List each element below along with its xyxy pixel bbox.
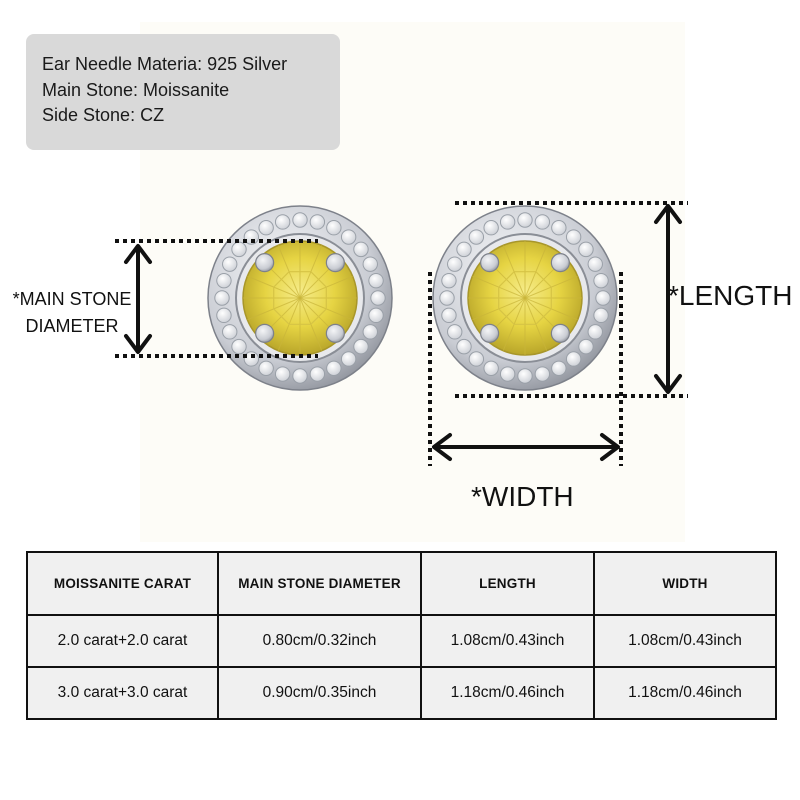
dotted-guides bbox=[115, 201, 688, 466]
side-stone bbox=[326, 220, 342, 236]
prong bbox=[255, 253, 275, 273]
side-stone bbox=[578, 241, 594, 258]
prong bbox=[255, 323, 275, 343]
prong bbox=[550, 253, 570, 273]
cell-width: 1.18cm/0.46inch bbox=[593, 666, 777, 720]
side-stone bbox=[274, 366, 291, 382]
side-stone bbox=[292, 368, 308, 384]
side-stone bbox=[593, 307, 609, 324]
size-table: MOISSANITE CARAT MAIN STONE DIAMETER LEN… bbox=[26, 551, 777, 720]
table-header-row: MOISSANITE CARAT MAIN STONE DIAMETER LEN… bbox=[26, 551, 777, 616]
stone-table-facet bbox=[498, 271, 552, 325]
side-stone bbox=[222, 256, 238, 272]
side-stone bbox=[483, 220, 499, 236]
side-stone bbox=[499, 214, 516, 230]
spec-box: Ear Needle Materia: 925 Silver Main Ston… bbox=[26, 34, 340, 150]
side-stone bbox=[362, 324, 378, 340]
side-stone bbox=[243, 351, 260, 367]
side-stone bbox=[258, 360, 274, 376]
table-row: 2.0 carat+2.0 carat 0.80cm/0.32inch 1.08… bbox=[26, 614, 777, 668]
prong bbox=[325, 253, 345, 273]
side-stone bbox=[214, 290, 230, 306]
side-stone bbox=[231, 241, 247, 258]
side-stone bbox=[595, 290, 611, 306]
prong bbox=[325, 323, 345, 343]
width-label: *WIDTH bbox=[471, 481, 574, 512]
dimension-arrows bbox=[124, 204, 682, 461]
main-stone-label-line2: DIAMETER bbox=[25, 316, 119, 336]
side-stone bbox=[565, 351, 582, 367]
spec-needle-material: Ear Needle Materia: 925 Silver bbox=[42, 54, 288, 74]
cell-carat: 2.0 carat+2.0 carat bbox=[26, 614, 219, 668]
side-stone bbox=[353, 241, 369, 258]
side-stone bbox=[274, 214, 291, 230]
cell-diameter: 0.90cm/0.35inch bbox=[217, 666, 422, 720]
side-stone bbox=[309, 214, 326, 230]
earring-right bbox=[432, 205, 618, 391]
side-stone bbox=[483, 360, 499, 376]
side-stone bbox=[447, 324, 463, 340]
side-stone bbox=[340, 229, 357, 245]
side-stone bbox=[439, 290, 455, 306]
side-stone bbox=[468, 229, 485, 245]
header-main-stone-diameter: MAIN STONE DIAMETER bbox=[217, 551, 422, 616]
side-stone bbox=[368, 307, 384, 324]
main-stone-label-line1: *MAIN STONE bbox=[12, 289, 132, 309]
side-stone bbox=[499, 366, 516, 382]
side-stone bbox=[551, 360, 567, 376]
side-stone bbox=[222, 324, 238, 340]
prong bbox=[480, 253, 500, 273]
cell-carat: 3.0 carat+3.0 carat bbox=[26, 666, 219, 720]
side-stone bbox=[216, 307, 232, 324]
earring-left bbox=[207, 205, 393, 391]
cell-diameter: 0.80cm/0.32inch bbox=[217, 614, 422, 668]
side-stone bbox=[534, 366, 551, 382]
header-moissanite-carat: MOISSANITE CARAT bbox=[26, 551, 219, 616]
spec-main-stone: Main Stone: Moissanite bbox=[42, 79, 230, 100]
prong bbox=[550, 323, 570, 343]
side-stone bbox=[565, 229, 582, 245]
side-stone bbox=[593, 272, 609, 289]
side-stone bbox=[517, 368, 533, 384]
side-stone bbox=[441, 307, 457, 324]
cell-length: 1.18cm/0.46inch bbox=[420, 666, 595, 720]
side-stone bbox=[292, 212, 308, 228]
table-row: 3.0 carat+3.0 carat 0.90cm/0.35inch 1.18… bbox=[26, 666, 777, 720]
side-stone bbox=[353, 338, 369, 355]
side-stone bbox=[231, 338, 247, 355]
cell-length: 1.08cm/0.43inch bbox=[420, 614, 595, 668]
side-stone bbox=[370, 290, 386, 306]
side-stone bbox=[468, 351, 485, 367]
side-stone bbox=[578, 338, 594, 355]
stone-table-facet bbox=[273, 271, 327, 325]
header-length: LENGTH bbox=[420, 551, 595, 616]
side-stone bbox=[340, 351, 357, 367]
side-stone bbox=[258, 220, 274, 236]
spec-side-stone: Side Stone: CZ bbox=[42, 105, 165, 125]
side-stone bbox=[587, 256, 603, 272]
side-stone bbox=[216, 272, 232, 289]
side-stone bbox=[517, 212, 533, 228]
header-width: WIDTH bbox=[593, 551, 777, 616]
side-stone bbox=[534, 214, 551, 230]
side-stone bbox=[456, 241, 472, 258]
side-stone bbox=[456, 338, 472, 355]
side-stone bbox=[447, 256, 463, 272]
side-stone bbox=[326, 360, 342, 376]
main-stone-diameter-label: *MAIN STONE DIAMETER bbox=[2, 286, 142, 340]
side-stone bbox=[441, 272, 457, 289]
side-stone bbox=[362, 256, 378, 272]
side-stone bbox=[587, 324, 603, 340]
length-label: *LENGTH bbox=[668, 280, 793, 311]
side-stone bbox=[368, 272, 384, 289]
cell-width: 1.08cm/0.43inch bbox=[593, 614, 777, 668]
side-stone bbox=[551, 220, 567, 236]
side-stone bbox=[309, 366, 326, 382]
prong bbox=[480, 323, 500, 343]
